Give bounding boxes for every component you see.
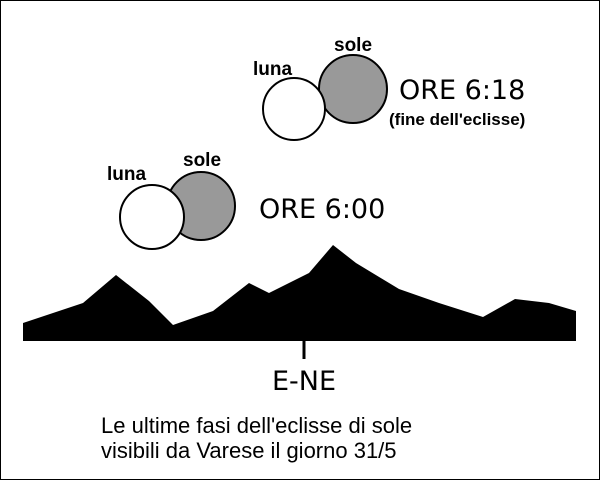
phase-late-moon-label: luna [253,59,292,80]
caption-line-2: visibili da Varese il giorno 31/5 [101,438,397,463]
phase-early-time: ORE 6:00 [259,194,385,225]
mountain-horizon [23,245,576,341]
caption-line-1: Le ultime fasi dell'eclisse di sole [101,413,413,438]
phase-early-moon-label: luna [107,164,146,185]
phase-early-group: luna sole ORE 6:00 [107,150,385,250]
phase-late-sun-label: sole [334,35,372,56]
phase-early-sun-label: sole [183,150,221,171]
phase-early-moon [119,184,185,250]
phase-late-sun [318,54,388,124]
caption: Le ultime fasi dell'eclisse di sole visi… [101,413,581,463]
phase-late-group: luna sole ORE 6:18 (fine dell'eclisse) [253,35,525,141]
phase-late-moon [262,77,326,141]
direction-label: E-NE [272,366,336,397]
phase-late-time: ORE 6:18 [399,75,525,106]
phase-late-note: (fine dell'eclisse) [389,110,525,129]
